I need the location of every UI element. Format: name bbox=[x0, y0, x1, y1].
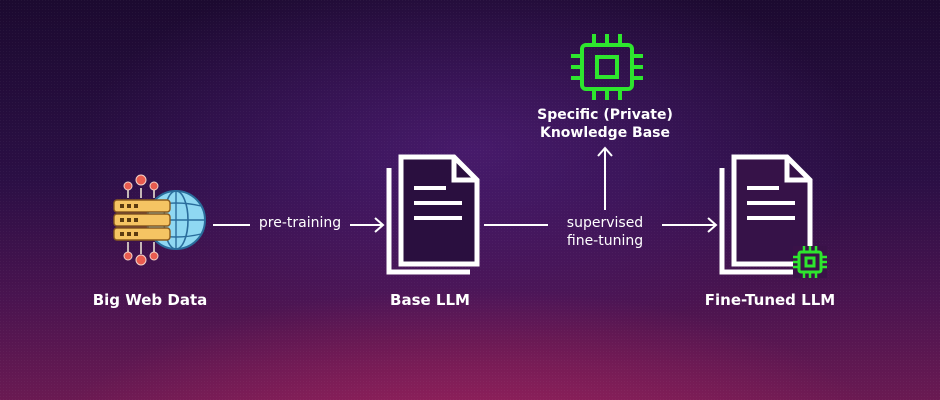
server-globe-icon bbox=[113, 174, 206, 266]
node-label-fine-tuned-llm: Fine-Tuned LLM bbox=[704, 291, 836, 309]
finetuning-arrow bbox=[484, 217, 718, 233]
documents-icon bbox=[386, 154, 480, 275]
node-label-knowledge-base-line2: Knowledge Base bbox=[539, 125, 671, 141]
chip-icon bbox=[571, 34, 643, 100]
documents-icon bbox=[719, 154, 813, 275]
node-label-knowledge-base-line1: Specific (Private) bbox=[537, 107, 673, 123]
edge-label-finetuning-line1: supervised bbox=[566, 215, 644, 231]
node-label-big-web-data: Big Web Data bbox=[92, 291, 208, 309]
edge-label-pretraining: pre-training bbox=[258, 215, 342, 231]
chip-badge-icon bbox=[793, 246, 827, 278]
pretraining-arrow bbox=[213, 217, 385, 233]
edge-label-finetuning-line2: fine-tuning bbox=[566, 233, 644, 249]
knowledge-arrow bbox=[597, 146, 613, 210]
node-label-base-llm: Base LLM bbox=[390, 291, 470, 309]
